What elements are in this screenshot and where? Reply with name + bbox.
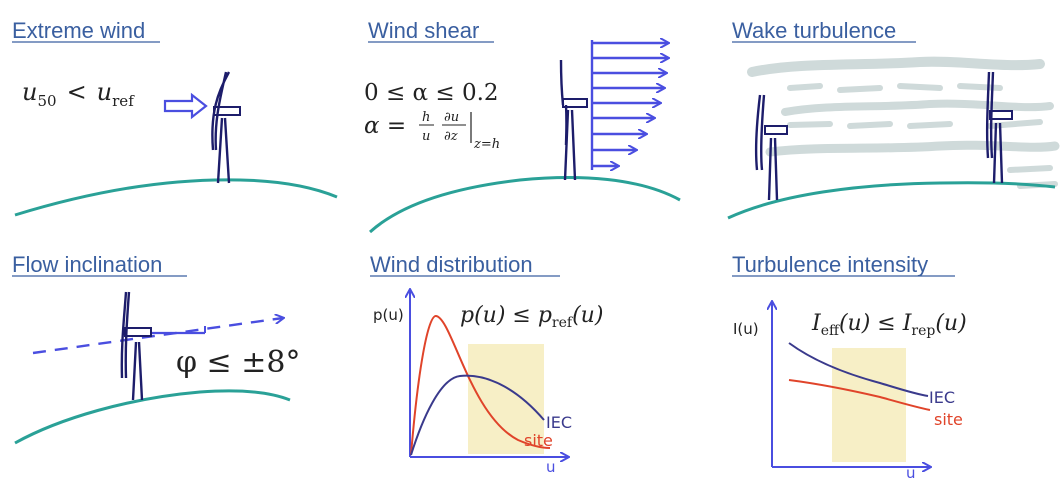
hill-ground — [14, 389, 291, 445]
panel-wind-shear: Wind shear 0 ≤ α ≤ 0.2 α = h u ∂u ∂z z=h — [364, 18, 681, 234]
turbine-tower — [767, 137, 779, 201]
inclined-flow-arrow — [32, 318, 283, 355]
x-axis-label: u — [906, 464, 916, 478]
turbine-nacelle — [989, 110, 1013, 120]
formula-shear-range: 0 ≤ α ≤ 0.2 — [364, 80, 499, 106]
site-curve-label: site — [524, 431, 553, 450]
formula-extreme-wind: u50<uref — [22, 78, 135, 110]
turbine-tower — [216, 117, 231, 184]
turbine-nacelle — [764, 125, 788, 135]
panel-title-extreme-wind: Extreme wind — [12, 18, 145, 43]
panel-title-turbulence-intensity: Turbulence intensity — [732, 252, 928, 277]
svg-text:∂z: ∂z — [444, 129, 458, 144]
x-axis-label: u — [546, 458, 556, 476]
turbine-blade — [120, 291, 131, 379]
svg-text:∂u: ∂u — [444, 110, 459, 125]
svg-text:α =: α = — [364, 113, 406, 139]
turbine-nacelle — [124, 327, 152, 337]
turbine-blade — [755, 94, 766, 171]
wake-cloud-streaks — [747, 56, 1060, 189]
panel-title-wake-turbulence: Wake turbulence — [732, 18, 896, 43]
formula-turbulence-intensity: Ieff(u) ≤ Irep(u) — [811, 311, 967, 339]
iec-curve-label: IEC — [929, 388, 955, 407]
panel-wind-distribution: Wind distribution p(u) u p(u) ≤ pref(u) … — [370, 252, 603, 476]
iec-distribution-curve — [410, 374, 545, 456]
highlight-band — [832, 348, 906, 462]
y-axis-label: p(u) — [373, 306, 404, 324]
y-axis-label: I(u) — [733, 320, 759, 338]
turbine-blade — [985, 71, 995, 159]
shear-profile-arrows — [590, 40, 668, 170]
hill-ground — [368, 176, 681, 234]
formula-flow-inclination: φ ≤ ±8° — [176, 345, 300, 380]
formula-wind-distribution: p(u) ≤ pref(u) — [460, 303, 603, 331]
iec-intensity-curve — [788, 342, 929, 397]
panel-flow-inclination: Flow inclination φ ≤ ±8° — [12, 252, 300, 445]
turbine-blade — [211, 71, 231, 151]
svg-text:z=h: z=h — [473, 137, 500, 152]
iec-curve-label: IEC — [546, 413, 572, 432]
site-distribution-curve — [410, 315, 551, 456]
panel-title-wind-shear: Wind shear — [368, 18, 479, 43]
panel-extreme-wind: Extreme wind u50<uref — [12, 18, 338, 217]
panel-turbulence-intensity: Turbulence intensity I(u) u Ieff(u) ≤ Ir… — [732, 252, 967, 478]
turbine-blade — [559, 59, 568, 146]
turbine-tower — [131, 341, 144, 401]
hill-ground — [14, 178, 338, 217]
site-intensity-curve — [788, 379, 931, 411]
svg-text:u: u — [422, 129, 430, 144]
hollow-arrow-icon — [163, 92, 208, 120]
hill-ground — [727, 181, 1056, 220]
turbine-tower — [992, 122, 1004, 184]
formula-shear-definition: α = h u ∂u ∂z z=h — [364, 110, 500, 152]
panel-wake-turbulence: Wake turbulence — [727, 18, 1060, 220]
panel-title-wind-distribution: Wind distribution — [370, 252, 533, 277]
site-curve-label: site — [934, 410, 963, 429]
panel-title-flow-inclination: Flow inclination — [12, 252, 162, 277]
svg-text:h: h — [422, 110, 430, 125]
